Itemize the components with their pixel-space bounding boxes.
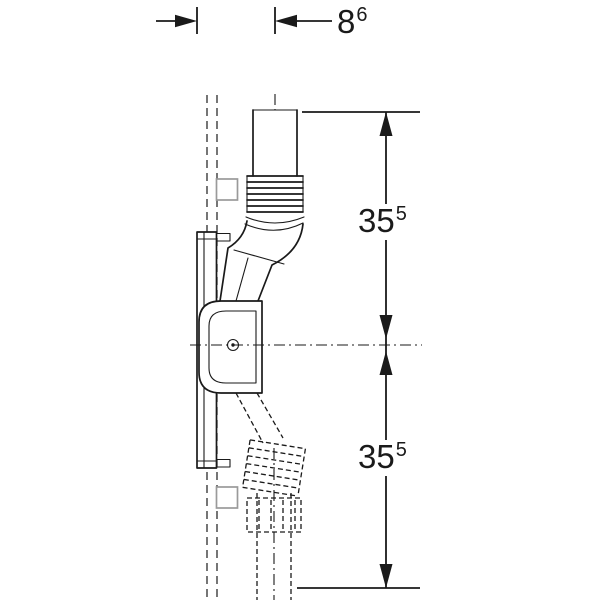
dim-arrow-down-icon	[379, 315, 393, 339]
label-halo	[354, 440, 416, 476]
dim-arrow-up-icon	[379, 112, 393, 136]
dim-label-lower-height: 355	[358, 438, 407, 475]
elbow-socket-ring	[245, 216, 305, 224]
elbow-outer-edge	[257, 223, 304, 302]
outlet-bellows-rib	[249, 439, 306, 450]
outlet-diagonal-left	[235, 392, 264, 444]
elbow-bend	[219, 216, 305, 302]
trap-outer-housing	[198, 300, 263, 394]
outlet-bellows-hidden	[241, 439, 307, 497]
elbow-detail-line	[235, 257, 249, 302]
trap-inner-wall	[208, 310, 257, 384]
bellows-coupling	[246, 175, 304, 213]
outlet-bellows-rib	[247, 455, 304, 466]
label-halo	[354, 204, 416, 240]
outlet-pipe-hidden	[235, 392, 307, 600]
dim-arrow-left-icon	[275, 14, 297, 28]
dim-arrow-right-icon	[175, 14, 197, 28]
fastener-square-top	[215, 178, 239, 201]
outlet-bellows-rib	[242, 486, 299, 497]
outlet-bellows-rib	[244, 470, 301, 481]
inlet-pipe	[252, 109, 298, 177]
rail-top-tab	[215, 232, 231, 242]
odour-trap	[198, 300, 263, 394]
outlet-bellows-rib	[243, 478, 300, 489]
fastener-square-bottom	[215, 486, 239, 509]
dim-label-top-offset: 86	[337, 3, 367, 40]
outlet-diagonal-right	[256, 392, 284, 439]
rail-bottom-tab	[215, 458, 231, 468]
elbow-inner-edge	[219, 220, 248, 302]
dimension-right-chain: 355 355	[190, 111, 422, 589]
elbow-socket-ring	[244, 222, 304, 231]
outlet-bellows-right-edge	[297, 448, 307, 497]
outlet-socket-hidden	[246, 497, 302, 533]
dim-arrow-down-icon	[379, 564, 393, 588]
outlet-bellows-rib	[246, 462, 302, 474]
elbow-joint-line	[233, 249, 285, 265]
dim-label-upper-height: 355	[358, 202, 407, 239]
dimension-top-offset: 86	[156, 3, 367, 40]
dim-arrow-up-icon	[379, 351, 393, 375]
outlet-bellows-rib	[248, 447, 305, 458]
